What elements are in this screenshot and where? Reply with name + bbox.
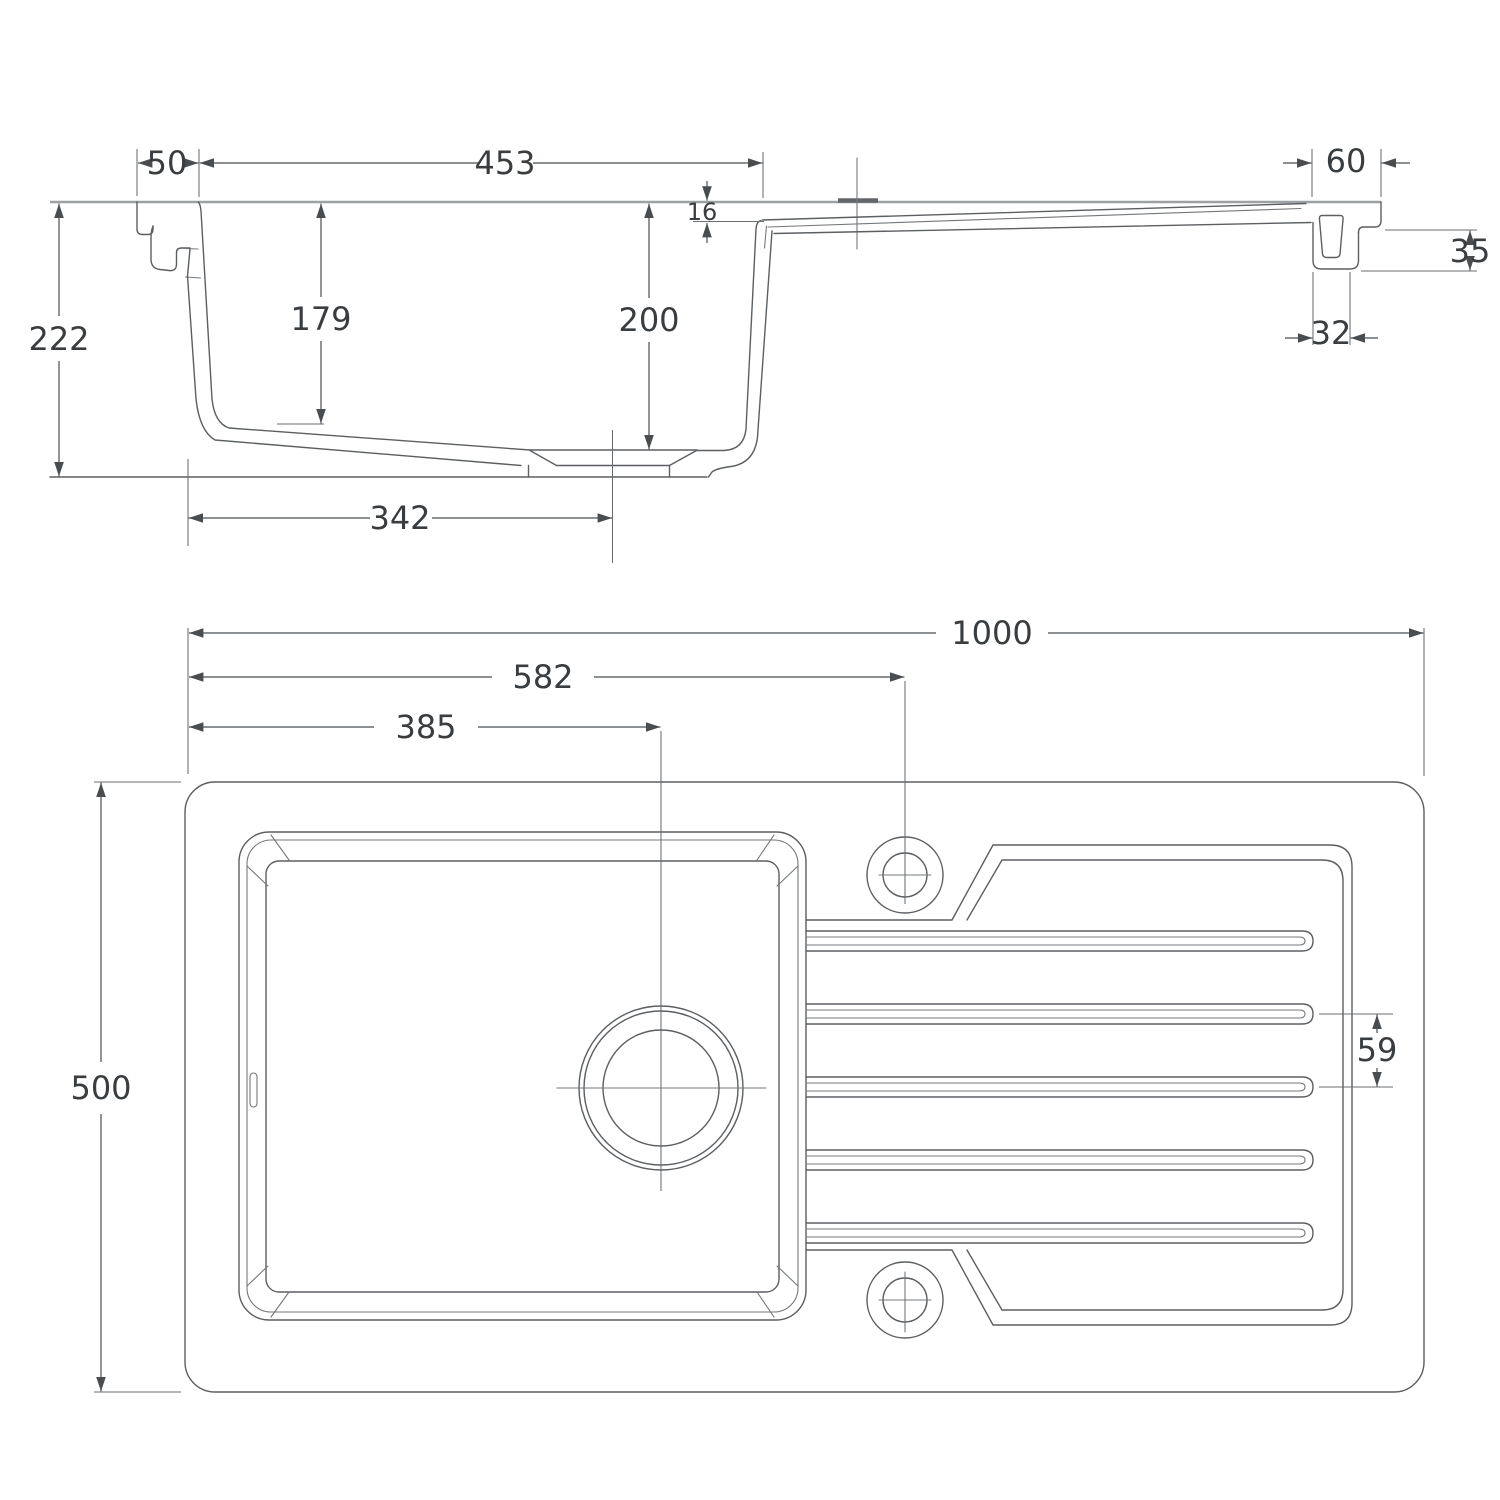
drainer-underside-line [773,221,1312,235]
sink-outline [184,781,1425,1393]
drainer-second-line [767,207,1302,228]
left-rim-profile [136,201,154,236]
right-clip-leg [1312,221,1360,270]
bowl-outer-edge [238,831,807,1321]
tap-hole-bottom-crosshair [878,1271,932,1333]
bowl-mid-edge [246,839,799,1313]
groove-4-outer [805,1149,1314,1171]
groove-5-outer [805,1222,1314,1244]
dim-label-overall-height: 222 [28,320,89,358]
plan-extension-length [187,628,1425,776]
dim-label-overall-width: 500 [70,1069,131,1107]
dim-label-clip-height: 35 [1450,232,1491,270]
groove-2-inner [805,1009,1306,1019]
extension-lines-right [1312,229,1477,345]
dim-label-bowl-width: 453 [474,144,535,182]
groove-1-inner [805,936,1306,946]
bowl-inner-edge [265,860,780,1293]
drain-boss [527,464,671,478]
drainer-ridge-outer [805,844,1353,1326]
extension-lines-342 [187,430,614,563]
dim-label-bowl-depth-left: 179 [290,300,351,338]
section-view: 50 453 60 16 222 179 200 35 32 342 [28,142,1490,563]
bowl-wall-inner [197,201,531,451]
dim-label-tap-offset: 582 [512,658,573,696]
right-clip-cutout [1318,214,1344,259]
dim-label-rim-left: 50 [147,144,188,182]
plan-view: 1000 582 385 500 59 [70,614,1425,1393]
groove-3-outer [805,1076,1314,1098]
right-wall-stub [763,225,768,249]
bowl-wall-outer [186,248,522,467]
drain-recess [529,449,698,467]
dim-label-overall-length: 1000 [951,614,1032,652]
groove-4-inner [805,1155,1306,1165]
dim-label-drainer-depth: 16 [687,198,718,226]
drainer-top-line [761,202,1307,221]
dim-label-bowl-depth-drain: 200 [618,301,679,339]
right-wall-outer [707,230,773,478]
right-rim-edge [1357,201,1382,234]
overflow-slot [249,1072,258,1108]
bowl-corner-miters [246,834,799,1318]
groove-1-outer [805,930,1314,952]
plan-extension-grooves [1319,1013,1393,1088]
groove-3-inner [805,1082,1306,1092]
dim-label-clip-width: 32 [1311,314,1352,352]
dim-label-drain-offset: 342 [369,499,430,537]
right-wall-inner [696,219,762,452]
left-wall-joint-ticks [183,247,202,279]
left-clip-profile [150,225,191,272]
drainer-grooves [805,930,1314,1244]
groove-2-outer [805,1003,1314,1025]
dim-label-waste-offset: 385 [395,708,456,746]
tap-hole-bottom [866,1261,944,1339]
drainer-ridge-inner [966,859,1344,1311]
dim-label-rim-right: 60 [1326,142,1367,180]
tap-hole-bottom-outer [866,1261,944,1339]
plan-extension-width [94,781,181,1393]
dim-label-groove-pitch: 59 [1357,1031,1398,1069]
groove-5-inner [805,1228,1306,1238]
extension-lines-top [136,149,1382,198]
